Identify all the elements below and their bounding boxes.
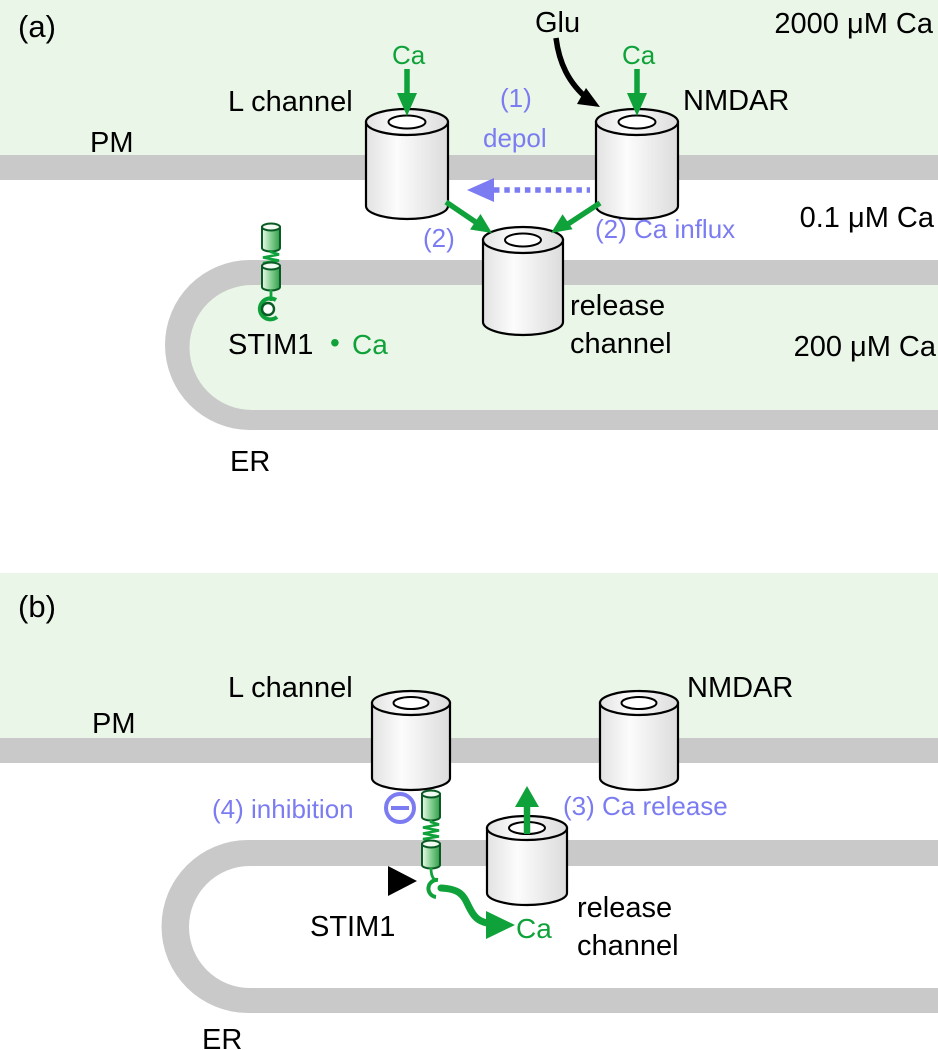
panel-a-release-channel-label-line1: release: [570, 290, 665, 322]
panel-b-er-label: ER: [202, 1024, 242, 1050]
ca-influx-arrow-from-l-channel: [444, 199, 492, 233]
step1-word: depol: [483, 123, 547, 153]
panel-b-release-channel-label-line1: release: [577, 892, 672, 924]
step2-left-label: (2): [423, 223, 455, 253]
step3-ca-release-label: (3) Ca release: [563, 791, 728, 821]
panel-b-nmdar-cylinder: [598, 689, 680, 792]
panel-a-er-label: ER: [230, 446, 270, 478]
panel-a-l-channel-label: L channel: [228, 86, 353, 118]
panel-b-er-lumen: [189, 866, 938, 988]
panel-a-stim1-ef-hand-hook: [257, 296, 279, 322]
panel-a-l-channel-cylinder: [364, 107, 450, 221]
panel-a-stim1-label: STIM1: [228, 329, 313, 361]
panel-a-ca-over-l-channel: Ca: [392, 40, 426, 70]
extracellular-ca-concentration: 2000 μM Ca: [774, 8, 933, 40]
panel-b-l-channel-label: L channel: [228, 672, 353, 704]
panel-a-extracellular-space: [0, 0, 938, 156]
ca-release-arrow: [515, 786, 539, 834]
panel-a-er-lumen: [189, 285, 938, 410]
panel-a-stim1-molecule: [257, 222, 281, 322]
panel-b-ca-ion-label: Ca: [516, 913, 552, 944]
panel-b-nmdar-label: NMDAR: [687, 672, 793, 704]
er-ca-concentration: 200 μM Ca: [794, 331, 937, 363]
step2-ca-influx-label: (2) Ca influx: [595, 214, 735, 244]
panel-b-label: (b): [18, 589, 56, 624]
panel-b-release-channel-label-line2: channel: [577, 930, 679, 962]
panel-b-pm-label: PM: [92, 708, 136, 740]
stim1-translocation-arrow: [296, 866, 417, 896]
panel-b-plasma-membrane: [0, 738, 938, 763]
ca-influx-arrow-from-nmdar: [551, 200, 602, 233]
panel-a-stim1-bullet: •: [330, 327, 340, 358]
glu-label: Glu: [535, 7, 580, 39]
panel-a-nmdar-label: NMDAR: [683, 85, 789, 117]
panel-a-plasma-membrane: [0, 155, 938, 180]
ca-entry-arrow-nmdar: [627, 69, 647, 116]
inhibition-minus-icon: [384, 792, 416, 824]
ca-entry-arrow-l-channel: [397, 69, 417, 116]
depolarization-dotted-arrow: [467, 178, 590, 202]
panel-b-stim1-molecule: [421, 789, 441, 899]
step1-number: (1): [500, 83, 532, 113]
ca-depletion-curved-arrow: [437, 884, 515, 939]
panel-b-stim1-ef-hand-hook: [426, 877, 439, 899]
panel-b-extracellular-space: [0, 573, 938, 739]
panel-b-stim1-label: STIM1: [310, 911, 395, 943]
panel-a-ca-over-nmdar: Ca: [622, 40, 656, 70]
cytosol-ca-concentration: 0.1 μM Ca: [800, 202, 935, 234]
panel-a-label: (a): [18, 9, 56, 44]
panel-b-l-channel-cylinder: [370, 689, 452, 792]
panel-a-stim1-bound-ca-ion: [260, 301, 276, 317]
panel-a-stim1-ca-label: Ca: [352, 329, 388, 360]
panel-a-release-channel-cylinder: [481, 225, 565, 337]
step4-inhibition-label: (4) inhibition: [212, 794, 354, 824]
glu-binding-arrow: [553, 37, 600, 107]
panel-a-release-channel-label-line2: channel: [570, 328, 672, 360]
panel-a-nmdar-cylinder: [594, 107, 680, 221]
panel-a-pm-label: PM: [90, 127, 134, 159]
